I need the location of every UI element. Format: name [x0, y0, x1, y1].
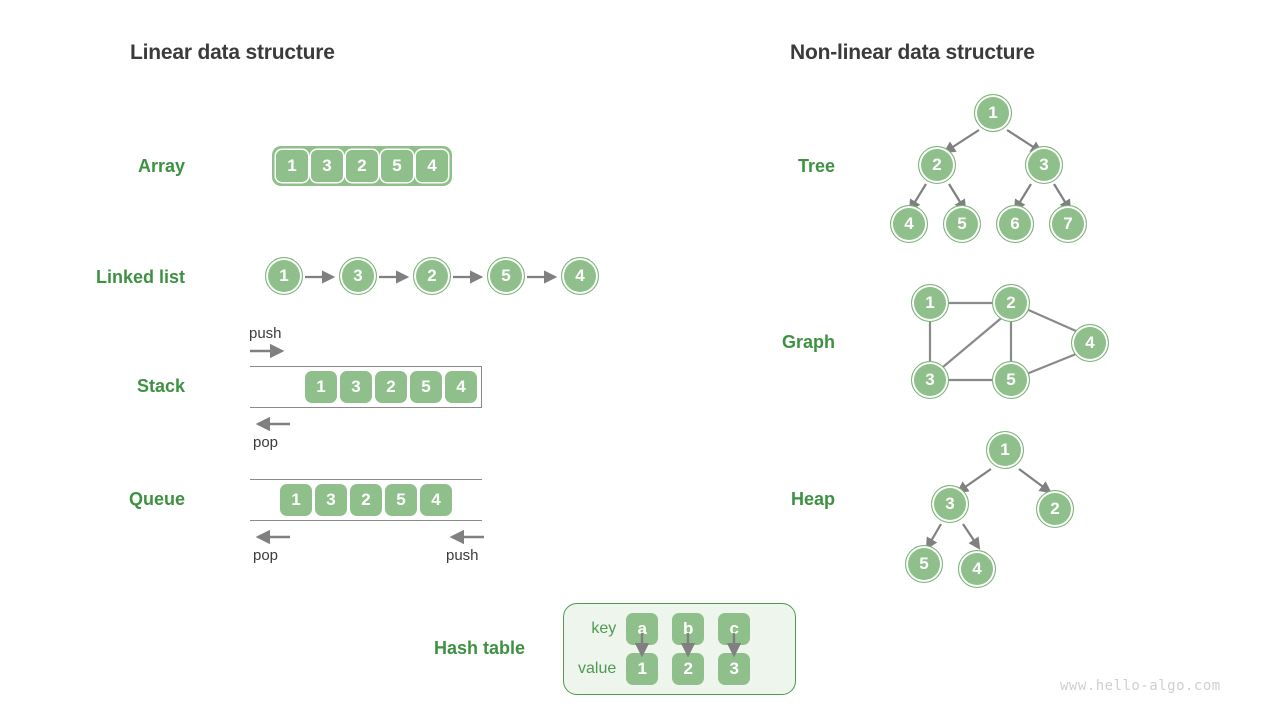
queue-push-arrow-icon: [449, 529, 484, 545]
heap-container: 1 3 2 5 4: [895, 426, 1085, 596]
tree-node[interactable]: 1: [974, 94, 1012, 132]
stack-push-arrow-icon: [250, 343, 285, 359]
queue-cells: 1 3 2 5 4: [280, 484, 452, 516]
label-graph: Graph: [781, 332, 835, 352]
stack-pop-label: pop: [253, 434, 279, 451]
tree-node[interactable]: 6: [996, 205, 1034, 243]
stack-cell[interactable]: 1: [305, 371, 337, 403]
graph-node[interactable]: 1: [911, 284, 949, 322]
heap-node[interactable]: 4: [958, 550, 996, 588]
linked-list-node[interactable]: 2: [413, 257, 451, 295]
stack-cell[interactable]: 5: [410, 371, 442, 403]
stack-container: 1 3 2 5 4: [250, 366, 482, 408]
queue-cell[interactable]: 4: [420, 484, 452, 516]
label-tree: Tree: [797, 156, 835, 176]
watermark: www.hello-algo.com: [1060, 678, 1221, 694]
queue-cell[interactable]: 2: [350, 484, 382, 516]
queue-cell[interactable]: 5: [385, 484, 417, 516]
graph-node[interactable]: 5: [992, 361, 1030, 399]
hash-value-label: value: [578, 660, 617, 677]
tree-node[interactable]: 2: [918, 146, 956, 184]
stack-cells: 1 3 2 5 4: [305, 371, 477, 403]
hash-map-arrow-icon: [727, 633, 742, 658]
array-cell[interactable]: 4: [416, 150, 448, 182]
queue-cell[interactable]: 3: [315, 484, 347, 516]
stack-cell[interactable]: 2: [375, 371, 407, 403]
label-queue: Queue: [128, 489, 185, 509]
graph-node[interactable]: 3: [911, 361, 949, 399]
queue-pop-label: pop: [253, 547, 279, 564]
hash-map-arrow-icon: [635, 633, 650, 658]
array-cell[interactable]: 3: [311, 150, 343, 182]
hash-value-cell[interactable]: 1: [626, 653, 659, 685]
heap-edges: [925, 468, 1052, 550]
tree-container: 1 2 3 4 5 6 7: [880, 88, 1100, 268]
hash-column: c 3: [718, 613, 751, 685]
heap-node[interactable]: 1: [986, 431, 1024, 469]
hash-key-label: key: [591, 620, 617, 637]
tree-node[interactable]: 7: [1049, 205, 1087, 243]
linked-list-node[interactable]: 1: [265, 257, 303, 295]
heading-linear: Linear data structure: [130, 41, 335, 64]
heap-node[interactable]: 3: [931, 485, 969, 523]
hash-column: a 1: [626, 613, 659, 685]
linked-list-arrows: [305, 270, 558, 284]
graph-node[interactable]: 2: [992, 284, 1030, 322]
array-cell[interactable]: 2: [346, 150, 378, 182]
hash-value-cell[interactable]: 2: [672, 653, 705, 685]
linked-list-node[interactable]: 4: [561, 257, 599, 295]
stack-cell[interactable]: 4: [445, 371, 477, 403]
hash-value-cell[interactable]: 3: [718, 653, 751, 685]
array-cell[interactable]: 1: [276, 150, 308, 182]
tree-node[interactable]: 3: [1025, 146, 1063, 184]
tree-node[interactable]: 5: [943, 205, 981, 243]
array-container: 1 3 2 5 4: [272, 146, 452, 186]
stack-pop-arrow-icon: [255, 416, 290, 432]
hash-map-arrow-icon: [681, 633, 696, 658]
queue-pop-arrow-icon: [255, 529, 290, 545]
queue-cell[interactable]: 1: [280, 484, 312, 516]
stack-cell[interactable]: 3: [340, 371, 372, 403]
hash-column: b 2: [672, 613, 705, 685]
queue-container: 1 3 2 5 4: [250, 479, 482, 521]
array-cell[interactable]: 5: [381, 150, 413, 182]
hash-table-row-labels: key value: [578, 613, 616, 685]
graph-container: 1 2 3 4 5: [905, 280, 1115, 405]
linked-list-node[interactable]: 5: [487, 257, 525, 295]
label-linked-list: Linked list: [95, 267, 185, 287]
hash-table-container: key value a 1 b 2 c 3: [563, 603, 796, 695]
hash-table-columns: a 1 b 2 c 3: [626, 613, 751, 685]
heap-node[interactable]: 5: [905, 545, 943, 583]
tree-node[interactable]: 4: [890, 205, 928, 243]
stack-push-label: push: [249, 325, 282, 342]
linked-list-node[interactable]: 3: [339, 257, 377, 295]
label-heap: Heap: [790, 489, 835, 509]
label-array: Array: [137, 156, 185, 176]
linked-list-container: 1 3 2 5 4: [265, 257, 600, 297]
heap-node[interactable]: 2: [1036, 490, 1074, 528]
label-hash-table: Hash table: [433, 638, 525, 658]
queue-push-label: push: [446, 547, 479, 564]
label-stack: Stack: [136, 376, 185, 396]
graph-node[interactable]: 4: [1071, 324, 1109, 362]
heading-non-linear: Non-linear data structure: [790, 41, 1035, 64]
